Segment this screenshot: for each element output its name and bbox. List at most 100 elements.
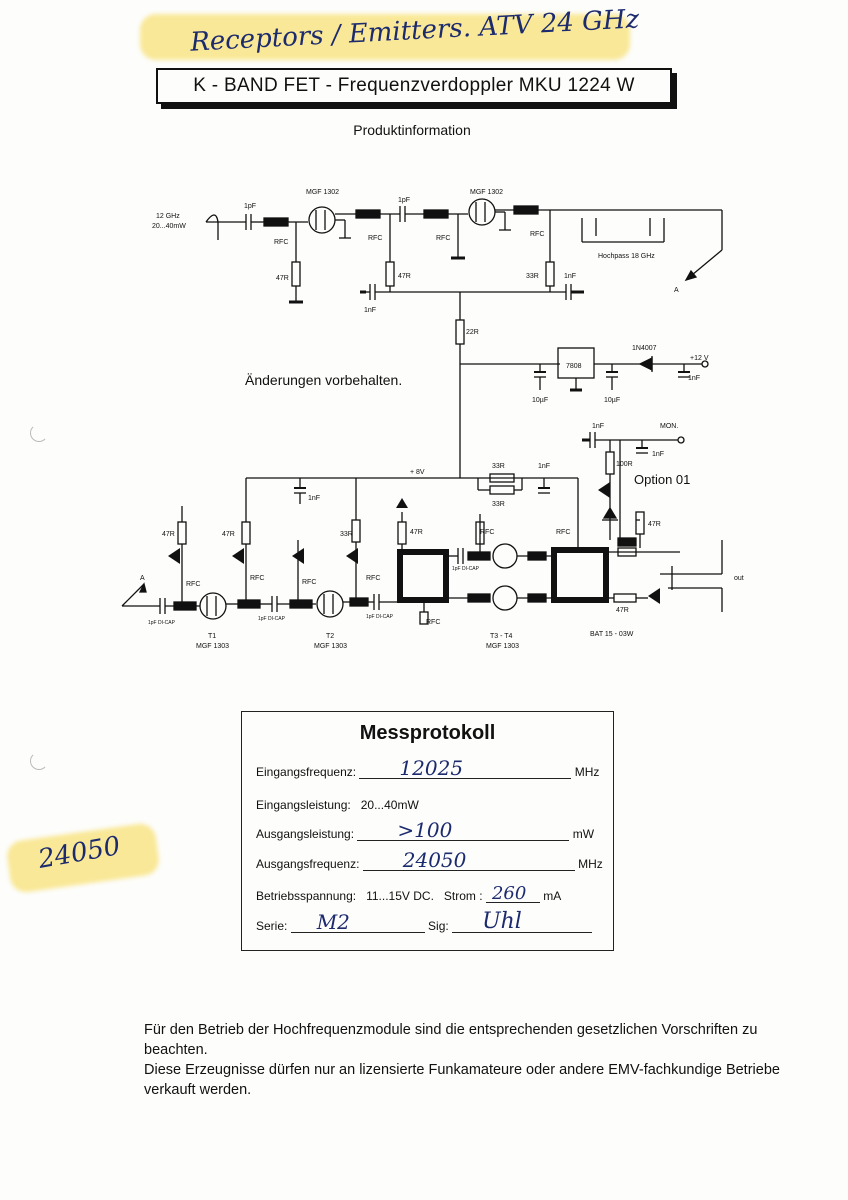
input-power-value: 20...40mW (360, 798, 419, 812)
supply-label: Betriebsspannung: (256, 889, 357, 903)
label-t34: T3 - T4 (490, 633, 513, 640)
label-c1nf-d: 1nF (592, 423, 604, 430)
current-label: Strom : (443, 889, 483, 903)
label-r47-g: 47R (616, 607, 629, 614)
supply-value: 11...15V DC. (366, 889, 434, 903)
label-bat: BAT 15 - 03W (590, 631, 634, 638)
output-frequency-label: Ausgangsfrequenz: (256, 857, 360, 871)
highlight-top (140, 14, 630, 60)
label-c2: 1pF (398, 197, 410, 204)
protocol-heading: Messprotokoll (359, 722, 496, 744)
document-title: K - BAND FET - Frequenzverdoppler MKU 12… (156, 68, 672, 104)
input-frequency-label: Eingangsfrequenz: (256, 765, 357, 779)
label-mgf1303-c: MGF 1303 (486, 643, 519, 650)
label-rfc-g: RFC (302, 579, 316, 586)
label-node-a-bottom: A (140, 575, 145, 582)
label-rfc-b: RFC (368, 235, 382, 242)
output-frequency-unit: MHz (578, 857, 603, 871)
label-mgf1303-b: MGF 1303 (314, 643, 347, 650)
input-frequency-unit: MHz (574, 765, 600, 779)
label-c10uf-b: 10µF (604, 397, 620, 404)
label-regulator: 7808 (566, 363, 582, 370)
label-c1nf-g: 1nF (308, 495, 320, 502)
row-serie-sig: Serie: M2 Sig: Uhl (256, 909, 593, 934)
punch-hole-upper (30, 424, 48, 442)
label-node-a-top: A (674, 287, 679, 294)
label-r47-c: 47R (162, 531, 175, 538)
row-supply: Betriebsspannung: 11...15V DC. Strom : 2… (256, 883, 562, 904)
footer-paragraph-2: Diese Erzeugnisse dürfen nur an lizensie… (144, 1062, 780, 1098)
output-power-line: >100 (357, 818, 570, 842)
measurement-protocol: Messprotokoll Eingangsfrequenz: 12025 MH… (241, 711, 614, 951)
serie-value: M2 (316, 910, 350, 934)
label-t2: T2 (326, 633, 334, 640)
label-r33-b: 33R (492, 463, 505, 470)
label-rfc-j: RFC (556, 529, 570, 536)
output-frequency-value: 24050 (402, 848, 467, 872)
input-frequency-line: 12025 (359, 756, 572, 780)
label-plus12: +12 V (690, 355, 709, 362)
label-c1nf-a: 1nF (564, 273, 576, 280)
current-line: 260 (485, 883, 540, 904)
serie-label: Serie: (256, 919, 288, 933)
input-power-label: Eingangsleistung: (256, 798, 351, 812)
label-rfc-d: RFC (530, 231, 544, 238)
label-c1nf-b: 1nF (364, 307, 376, 314)
sig-line: Uhl (452, 909, 593, 934)
label-r22: 22R (466, 329, 479, 336)
label-t1: T1 (208, 633, 216, 640)
row-input-frequency: Eingangsfrequenz: 12025 MHz (256, 756, 600, 780)
label-c1: 1pF (244, 203, 256, 210)
label-c1nf-c: 1nF (688, 375, 700, 382)
label-out: out (734, 575, 744, 582)
label-input-power: 20...40mW (152, 223, 186, 230)
label-hochpass: Hochpass 18 GHz (598, 253, 655, 260)
input-frequency-value: 12025 (399, 756, 464, 780)
current-unit: mA (543, 889, 562, 903)
label-r47-f: 47R (648, 521, 661, 528)
circuit-schematic: 12 GHz 20...40mW 1pF MGF 1302 1pF MGF 13… (121, 189, 744, 650)
label-r33-c: 33R (492, 501, 505, 508)
label-input-freq: 12 GHz (156, 213, 180, 220)
label-c1nf-e: 1nF (652, 451, 664, 458)
label-rfc-i: RFC (480, 529, 494, 536)
label-r47-e: 47R (410, 529, 423, 536)
label-c10uf-a: 10µF (532, 397, 548, 404)
label-dicap-c: 1pF DI-CAP (366, 614, 394, 620)
row-output-frequency: Ausgangsfrequenz: 24050 MHz (256, 848, 603, 872)
footer-legal-notice: Für den Betrieb der Hochfrequenzmodule s… (144, 1020, 784, 1100)
label-dicap-a: 1pF DI-CAP (148, 620, 176, 626)
output-power-value: >100 (397, 818, 453, 842)
label-r100: 100R (616, 461, 633, 468)
footer-paragraph-1: Für den Betrieb der Hochfrequenzmodule s… (144, 1022, 758, 1058)
label-r33-d: 33R (340, 531, 353, 538)
label-rfc-h: RFC (366, 575, 380, 582)
label-rfc-c: RFC (436, 235, 450, 242)
label-mgf1303-a: MGF 1303 (196, 643, 229, 650)
document-subtitle: Produktinformation (353, 122, 471, 138)
sig-label: Sig: (428, 919, 449, 933)
label-option: Option 01 (634, 472, 690, 487)
label-r47-b: 47R (398, 273, 411, 280)
punch-hole-lower (30, 752, 48, 770)
label-c1nf-f: 1nF (538, 463, 550, 470)
label-plus8: + 8V (410, 469, 425, 476)
serie-line: M2 (290, 910, 425, 934)
output-power-unit: mW (572, 827, 595, 841)
label-diode: 1N4007 (632, 345, 657, 352)
label-rfc-e: RFC (186, 581, 200, 588)
current-value: 260 (491, 883, 527, 904)
label-mon: MON. (660, 423, 678, 430)
label-rfc-a: RFC (274, 239, 288, 246)
row-input-power: Eingangsleistung: 20...40mW (256, 798, 419, 812)
label-mgf1302-a: MGF 1302 (306, 189, 339, 196)
row-output-power: Ausgangsleistung: >100 mW (256, 818, 595, 842)
label-rfc-k: RFC (426, 619, 440, 626)
label-r33-a: 33R (526, 273, 539, 280)
output-frequency-line: 24050 (362, 848, 575, 872)
notice-text: Änderungen vorbehalten. (245, 372, 403, 388)
signature: Uhl (482, 909, 522, 934)
label-dicap-d: 1pF DI-CAP (452, 566, 480, 572)
label-r47-d: 47R (222, 531, 235, 538)
